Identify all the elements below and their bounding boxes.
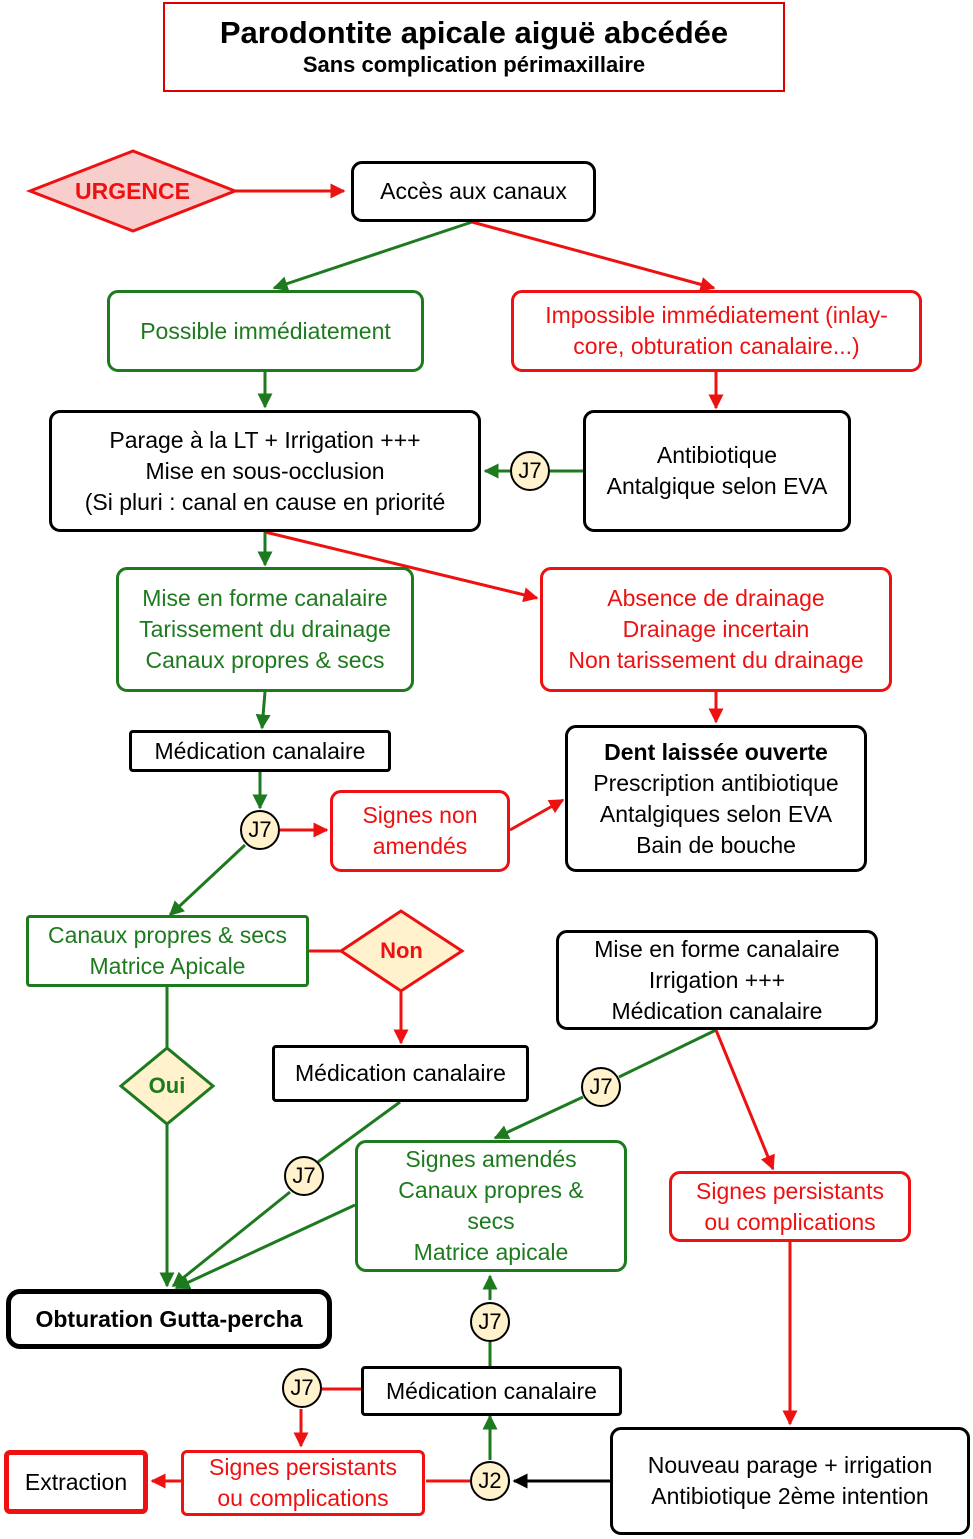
edge-parage-absence [264, 530, 539, 603]
title-box: Parodontite apicale aiguë abcédée Sans c… [163, 2, 785, 92]
mise-forme-line-2: Tarissement du drainage [139, 616, 391, 642]
absence-line-3: Non tarissement du drainage [568, 647, 864, 673]
dent-ouverte-line-4: Bain de bouche [636, 831, 796, 858]
signes-non-node: Signes non amendés [330, 790, 510, 872]
absence-line-2: Drainage incertain [622, 616, 810, 642]
mise-forme-line-1: Mise en forme canalaire [142, 585, 388, 611]
obturation-node: Obturation Gutta-percha [6, 1289, 332, 1349]
urgence-label: URGENCE [74, 177, 190, 204]
edge-j7-canaux [168, 843, 247, 917]
medication-3-text: Médication canalaire [386, 1377, 597, 1404]
medication-2-text: Médication canalaire [295, 1060, 506, 1086]
urgence-diamond [25, 149, 240, 233]
acces-node: Accès aux canaux [351, 161, 596, 222]
non-label: Non [380, 938, 423, 963]
possible-node: Possible immédiatement [107, 290, 424, 372]
edge-j7-obturation-a [171, 1190, 291, 1288]
medication-node-2: Médication canalaire [272, 1045, 529, 1102]
edge-miseforme2-persistants [714, 1029, 775, 1171]
antibiotique-line-1: Antibiotique [656, 442, 778, 468]
signes-persistants-1-node: Signes persistants ou complications [669, 1171, 911, 1242]
parage-line-3: (Si pluri : canal en cause en priorité [84, 488, 446, 515]
impossible-node: Impossible immédiatement (inlay- core, o… [511, 290, 922, 372]
dent-ouverte-line-2: Prescription antibiotique [593, 769, 839, 796]
parage-node: Parage à la LT + Irrigation +++ Mise en … [49, 410, 481, 532]
signes-persistants-2-line-1: Signes persistants [209, 1454, 397, 1480]
acces-text: Accès aux canaux [380, 178, 567, 204]
signes-amendes-line-3: secs [467, 1208, 515, 1234]
antibiotique-line-2: Antalgique selon EVA [606, 473, 828, 499]
signes-amendes-line-4: Matrice apicale [413, 1239, 569, 1265]
antibiotique-node: Antibiotique Antalgique selon EVA [583, 410, 851, 532]
mise-forme-node: Mise en forme canalaire Tarissement du d… [116, 567, 414, 692]
edge-amendes-obturation [174, 1203, 356, 1290]
extraction-node: Extraction [4, 1450, 148, 1514]
parage-line-2: Mise en sous-occlusion [145, 457, 385, 484]
obturation-text: Obturation Gutta-percha [35, 1305, 303, 1332]
canaux-matrice-node: Canaux propres & secs Matrice Apicale [26, 915, 309, 987]
nouveau-parage-line-2: Antibiotique 2ème intention [651, 1483, 929, 1509]
oui-label: Oui [148, 1073, 186, 1098]
edge-medication2-j7 [317, 1100, 401, 1164]
signes-amendes-line-1: Signes amendés [405, 1146, 577, 1172]
nouveau-parage-line-1: Nouveau parage + irrigation [647, 1452, 933, 1478]
oui-diamond [118, 1046, 216, 1126]
mise-forme-2-line-3: Médication canalaire [611, 997, 823, 1024]
parage-line-1: Parage à la LT + Irrigation +++ [109, 426, 421, 453]
absence-node: Absence de drainage Drainage incertain N… [540, 567, 892, 692]
medication-1-text: Médication canalaire [154, 737, 366, 764]
signes-amendes-node: Signes amendés Canaux propres & secs Mat… [355, 1140, 627, 1272]
mise-forme-2-line-1: Mise en forme canalaire [594, 935, 840, 962]
j7-badge-medication2: J7 [284, 1156, 324, 1196]
page-subtitle: Sans complication périmaxillaire [302, 52, 646, 77]
dent-ouverte-line-3: Antalgiques selon EVA [599, 800, 833, 827]
canaux-matrice-line-1: Canaux propres & secs [47, 922, 288, 948]
dent-ouverte-line-1: Dent laissée ouverte [604, 738, 828, 765]
j7-badge-medication: J7 [240, 810, 280, 850]
edge-miseforme2-j7 [618, 1028, 717, 1079]
signes-persistants-1-line-1: Signes persistants [696, 1177, 884, 1204]
dent-ouverte-node: Dent laissée ouverte Prescription antibi… [565, 725, 867, 872]
nouveau-parage-node: Nouveau parage + irrigation Antibiotique… [610, 1427, 970, 1535]
canaux-matrice-line-2: Matrice Apicale [89, 953, 246, 979]
edge-miseforme-medication [255, 691, 271, 730]
signes-non-line-1: Signes non [362, 802, 478, 828]
edge-acces-possible [272, 220, 473, 291]
signes-persistants-2-line-2: ou complications [217, 1485, 389, 1511]
j7-badge-medication3: J7 [282, 1368, 322, 1408]
page-title: Parodontite apicale aiguë abcédée [219, 15, 729, 50]
signes-amendes-line-2: Canaux propres & [398, 1177, 584, 1203]
extraction-text: Extraction [24, 1468, 128, 1495]
j7-badge-miseforme2: J7 [581, 1067, 621, 1107]
edge-signesnon-dent [509, 798, 565, 832]
absence-line-1: Absence de drainage [607, 585, 825, 611]
j2-badge: J2 [470, 1461, 510, 1501]
mise-forme-2-line-2: Irrigation +++ [648, 966, 786, 993]
possible-text: Possible immédiatement [140, 317, 391, 344]
impossible-line-1: Impossible immédiatement (inlay- [545, 302, 888, 328]
signes-non-line-2: amendés [372, 833, 468, 859]
medication-node-1: Médication canalaire [129, 730, 391, 772]
impossible-line-2: core, obturation canalaire...) [573, 333, 860, 359]
non-diamond [338, 909, 465, 993]
edge-acces-impossible [471, 220, 716, 292]
j7-badge-amendes: J7 [470, 1302, 510, 1342]
medication-node-3: Médication canalaire [361, 1366, 622, 1416]
mise-forme-2-node: Mise en forme canalaire Irrigation +++ M… [556, 930, 878, 1030]
signes-persistants-1-line-2: ou complications [704, 1208, 876, 1235]
mise-forme-line-3: Canaux propres & secs [145, 647, 385, 673]
signes-persistants-2-node: Signes persistants ou complications [181, 1450, 425, 1516]
j7-badge-antibiotique: J7 [510, 451, 550, 491]
edge-j7-amendes [493, 1095, 584, 1140]
